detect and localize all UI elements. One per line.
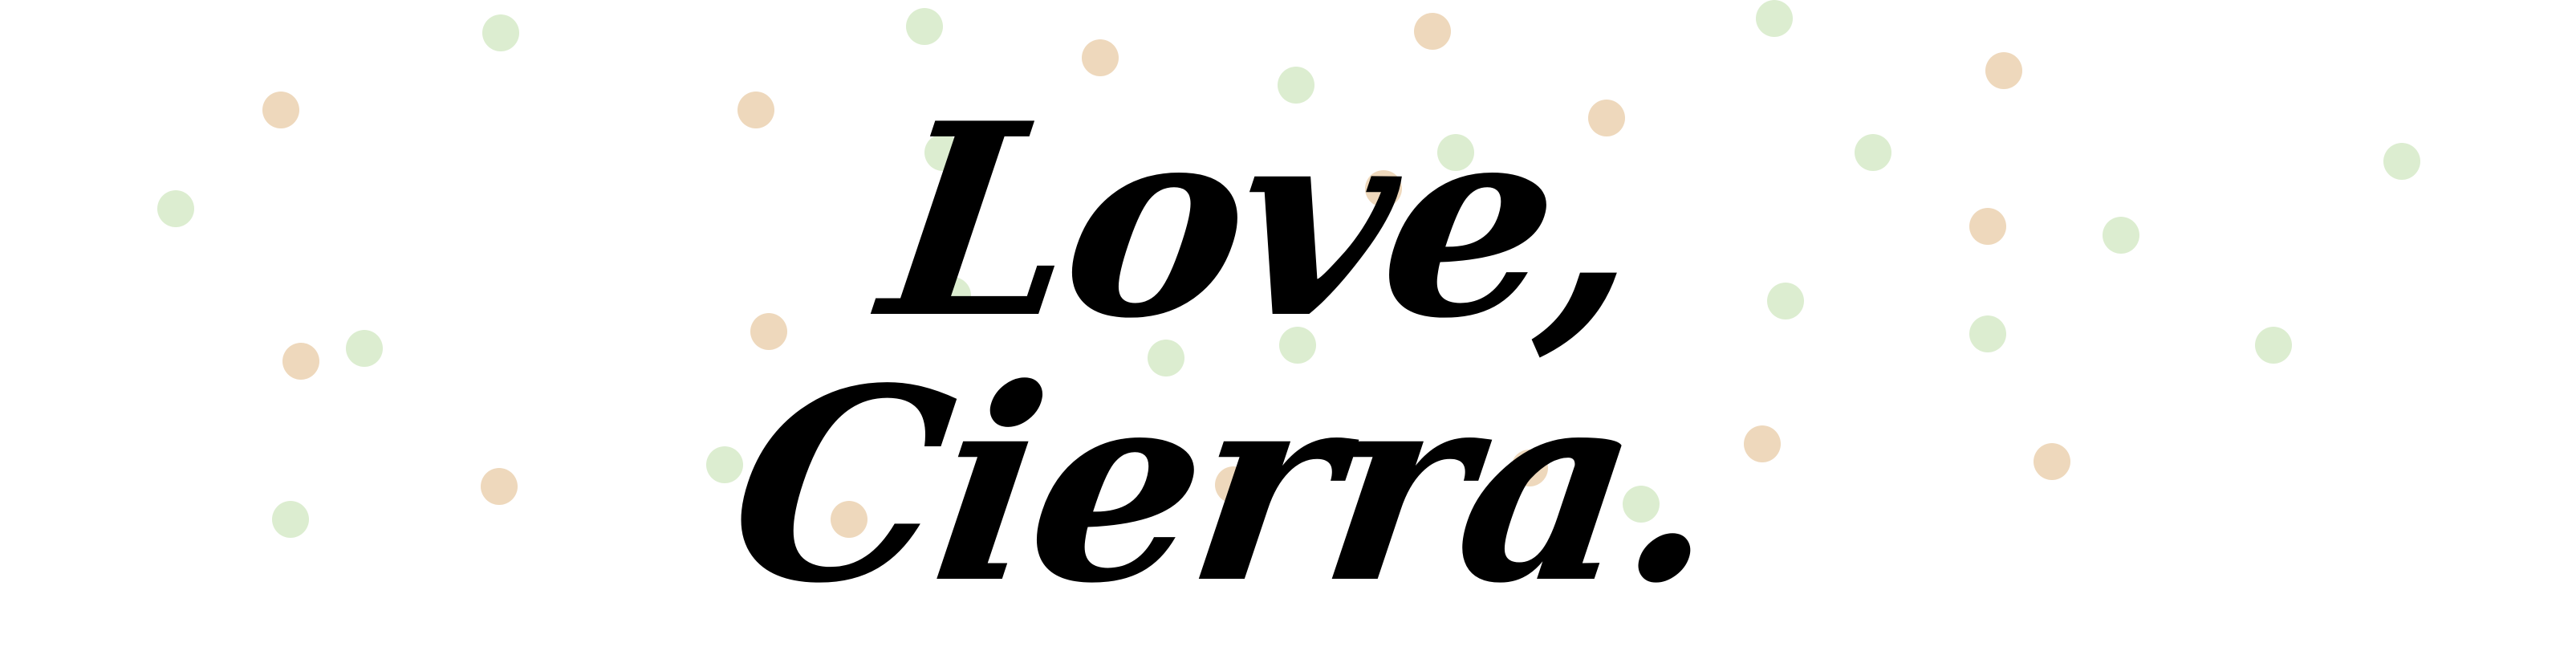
confetti-dot bbox=[1082, 39, 1119, 76]
confetti-dot bbox=[1969, 208, 2006, 246]
confetti-dot bbox=[1767, 282, 1805, 319]
confetti-dot bbox=[2033, 443, 2070, 481]
confetti-dot bbox=[1985, 52, 2023, 90]
confetti-dot bbox=[282, 343, 319, 380]
confetti-dot bbox=[924, 134, 961, 172]
confetti-dot bbox=[831, 500, 868, 538]
confetti-dot bbox=[1278, 67, 1315, 104]
confetti-dot bbox=[481, 467, 518, 505]
confetti-dot bbox=[346, 329, 384, 367]
confetti-dot bbox=[157, 189, 195, 227]
confetti-dot bbox=[1510, 450, 1548, 487]
confetti-dot bbox=[262, 92, 300, 129]
confetti-dot bbox=[1755, 0, 1793, 37]
confetti-dot bbox=[1854, 134, 1891, 172]
signature-text: Love, Cierra. bbox=[714, 65, 1737, 641]
confetti-dot bbox=[2102, 216, 2139, 254]
confetti-dot bbox=[1436, 134, 1474, 172]
confetti-dot bbox=[1148, 340, 1185, 377]
confetti-dot bbox=[750, 313, 787, 351]
confetti-dot bbox=[1622, 486, 1660, 523]
confetti-dot bbox=[906, 7, 944, 45]
confetti-dot bbox=[482, 14, 520, 51]
confetti-dot bbox=[934, 277, 972, 315]
confetti-dot bbox=[1969, 315, 2006, 352]
confetti-dot bbox=[737, 92, 774, 129]
confetti-dot bbox=[1279, 326, 1317, 364]
confetti-dot bbox=[1744, 425, 1782, 462]
confetti-dot bbox=[1587, 100, 1625, 137]
confetti-dot bbox=[1215, 466, 1253, 503]
confetti-dot bbox=[2255, 326, 2293, 364]
confetti-dot bbox=[2383, 142, 2420, 180]
confetti-dot bbox=[970, 476, 1008, 514]
confetti-dot bbox=[705, 446, 743, 484]
confetti-dot bbox=[1364, 170, 1402, 208]
confetti-dot bbox=[1413, 12, 1451, 50]
confetti-dot bbox=[272, 500, 310, 538]
